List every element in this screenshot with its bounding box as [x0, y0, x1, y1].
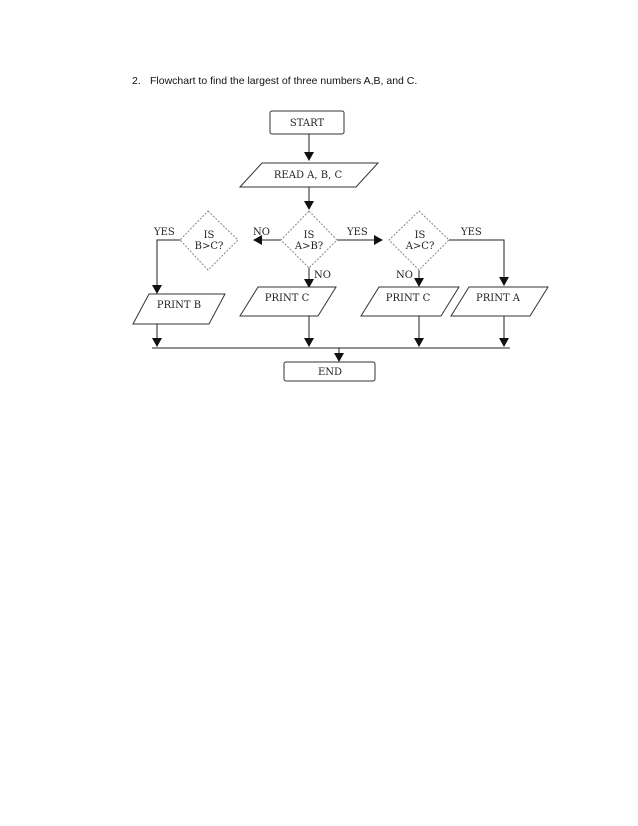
- connector-ac-printa: [449, 239, 505, 281]
- arrowhead-icon: [152, 285, 162, 294]
- print-b-output: PRINT B: [132, 293, 226, 325]
- print-c-label-right: PRINT C: [386, 293, 431, 304]
- read-input: READ A, B, C: [238, 162, 380, 188]
- print-c-output-right: PRINT C: [360, 286, 460, 317]
- arrowhead-icon: [374, 235, 383, 245]
- read-label: READ A, B, C: [274, 170, 343, 181]
- decision-b-gt-c: IS B>C?: [179, 210, 239, 271]
- arrowhead-icon: [414, 338, 424, 347]
- heading-text: Flowchart to find the largest of three n…: [150, 75, 418, 87]
- decision-bc-line1: IS: [204, 230, 215, 241]
- end-terminal: END: [283, 361, 376, 382]
- arrowhead-icon: [499, 338, 509, 347]
- start-terminal: START: [269, 110, 345, 135]
- heading-number: 2.: [132, 75, 141, 87]
- end-label: END: [318, 367, 342, 378]
- decision-ab-line2: A>B?: [294, 241, 323, 252]
- arrowhead-icon: [334, 353, 344, 362]
- print-c-output-middle: PRINT C: [239, 286, 337, 317]
- label-yes-bc: YES: [153, 227, 175, 238]
- arrowhead-icon: [152, 338, 162, 347]
- arrowhead-icon: [414, 278, 424, 287]
- branch-labels: YES NO YES YES NO NO: [153, 227, 482, 281]
- arrowhead-icon: [304, 201, 314, 210]
- connectors: [152, 134, 510, 356]
- decision-a-gt-b: IS A>B?: [280, 210, 338, 269]
- connector-bc-printb: [156, 239, 181, 287]
- arrowheads: [152, 152, 509, 362]
- decision-ac-line2: A>C?: [405, 241, 435, 252]
- arrowhead-icon: [499, 277, 509, 286]
- page-heading: 2. Flowchart to find the largest of three…: [132, 75, 417, 87]
- label-yes-ac: YES: [460, 227, 482, 238]
- arrowhead-icon: [304, 152, 314, 161]
- print-a-output: PRINT A: [450, 286, 549, 317]
- decision-ac-line1: IS: [415, 230, 426, 241]
- print-a-label: PRINT A: [476, 293, 521, 304]
- label-no-ac-down: NO: [396, 270, 413, 281]
- arrowhead-icon: [304, 279, 314, 288]
- decision-a-gt-c: IS A>C?: [388, 210, 450, 271]
- decision-bc-line2: B>C?: [195, 241, 224, 252]
- start-label: START: [290, 118, 325, 129]
- decision-ab-line1: IS: [304, 230, 315, 241]
- print-b-label: PRINT B: [157, 300, 201, 311]
- print-c-label-middle: PRINT C: [265, 293, 310, 304]
- label-no-ab: NO: [253, 227, 270, 238]
- arrowhead-icon: [304, 338, 314, 347]
- label-yes-ab: YES: [346, 227, 368, 238]
- arrowhead-icon: [253, 235, 262, 245]
- label-no-ab-down: NO: [314, 270, 331, 281]
